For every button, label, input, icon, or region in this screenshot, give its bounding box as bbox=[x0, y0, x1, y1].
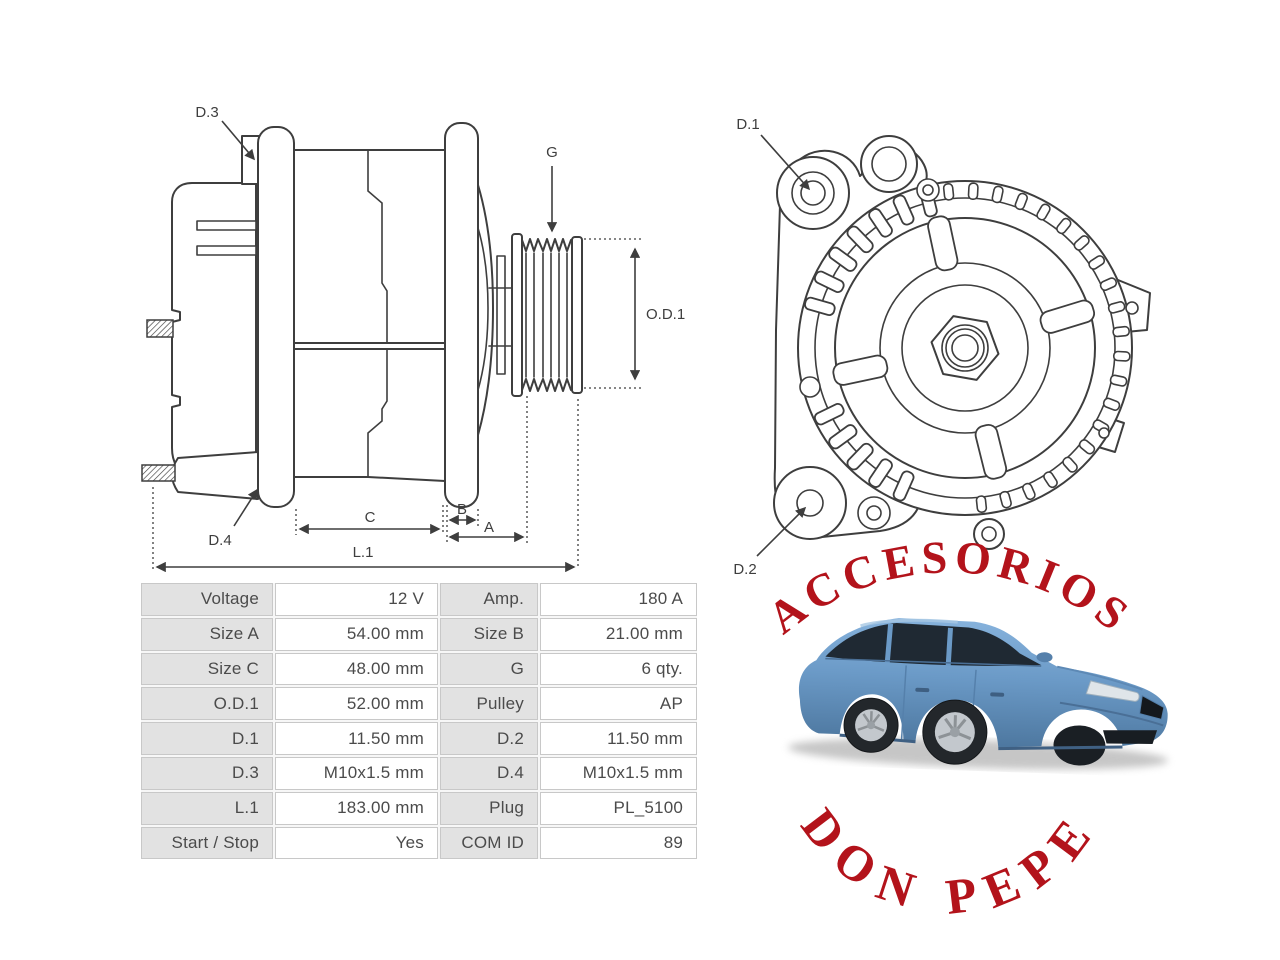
car-intake bbox=[1103, 730, 1158, 745]
front-flange bbox=[444, 122, 479, 508]
body-step-line bbox=[367, 348, 388, 478]
spec-value-cell: M10x1.5 mm bbox=[275, 756, 438, 790]
spec-value-cell: AP bbox=[540, 687, 697, 721]
stator-top bbox=[293, 149, 446, 344]
leader-d1 bbox=[760, 134, 811, 191]
nose-cone-inner bbox=[477, 227, 489, 391]
stator-bottom bbox=[293, 348, 446, 482]
spec-label-cell: Pulley bbox=[440, 687, 538, 721]
spec-label-cell: Voltage bbox=[141, 583, 273, 616]
leader-d4 bbox=[233, 488, 258, 527]
tab-hole bbox=[1125, 301, 1139, 315]
cooling-teeth bbox=[942, 182, 1131, 513]
dim-label-a: A bbox=[484, 519, 494, 536]
spec-value-cell: M10x1.5 mm bbox=[540, 756, 697, 790]
dim-label-g: G bbox=[546, 144, 558, 161]
spec-label-cell: G bbox=[440, 652, 538, 686]
spec-label-cell: Size A bbox=[141, 617, 273, 651]
spec-value-cell: PL_5100 bbox=[540, 791, 697, 825]
nose-cone bbox=[477, 184, 495, 436]
spec-label-cell: D.1 bbox=[141, 722, 273, 755]
threaded-stud bbox=[146, 319, 174, 338]
dim-label-c: C bbox=[365, 509, 376, 526]
shaft-washer bbox=[496, 255, 506, 375]
dim-label-d3: D.3 bbox=[195, 104, 218, 121]
spec-label-cell: COM ID bbox=[440, 826, 538, 860]
pulley-grooves bbox=[521, 238, 573, 392]
rear-flange bbox=[257, 126, 295, 508]
spec-value-cell: 180 A bbox=[540, 583, 697, 616]
car-grille bbox=[1139, 694, 1165, 720]
brand-arc-bottom-text: DON PEPE bbox=[791, 798, 1110, 925]
front-view-diagram: D.1 D.2 bbox=[733, 116, 1151, 578]
pulley-flange-left bbox=[511, 233, 523, 397]
spec-value-cell: 21.00 mm bbox=[540, 617, 697, 651]
car-windows bbox=[825, 623, 1042, 666]
dim-label-l1: L.1 bbox=[353, 544, 374, 561]
spec-value-cell: 183.00 mm bbox=[275, 791, 438, 825]
spec-label-cell: Size B bbox=[440, 617, 538, 651]
car-rear-wheel bbox=[843, 697, 899, 753]
tab-hole bbox=[981, 526, 997, 542]
spec-label-cell: D.4 bbox=[440, 756, 538, 790]
spec-label-cell: Amp. bbox=[440, 583, 538, 616]
d4-boss bbox=[171, 451, 259, 500]
spec-label-cell: Start / Stop bbox=[141, 826, 273, 860]
spec-value-cell: 52.00 mm bbox=[275, 687, 438, 721]
spec-label-cell: Plug bbox=[440, 791, 538, 825]
threaded-stud bbox=[141, 464, 176, 482]
mount-hole bbox=[922, 184, 934, 196]
leader-d2 bbox=[756, 506, 807, 557]
terminal-block bbox=[196, 220, 257, 231]
tab-hole bbox=[1098, 427, 1110, 439]
body-step-line bbox=[367, 149, 388, 344]
spec-value-cell: 54.00 mm bbox=[275, 617, 438, 651]
spec-label-cell: L.1 bbox=[141, 791, 273, 825]
pulley-groove-lines bbox=[525, 252, 568, 378]
vent-slots bbox=[804, 185, 938, 502]
car-front-wheel bbox=[922, 699, 988, 765]
spec-value-cell: 11.50 mm bbox=[275, 722, 438, 755]
dim-label-b: B bbox=[457, 501, 467, 518]
spec-value-cell: 89 bbox=[540, 826, 697, 860]
brand-area: ACCESORIOS DON PEPE bbox=[758, 531, 1169, 925]
spec-label-cell: D.3 bbox=[141, 756, 273, 790]
shaft-hole bbox=[951, 334, 979, 362]
spec-label-cell: O.D.1 bbox=[141, 687, 273, 721]
dim-label-od1: O.D.1 bbox=[646, 306, 685, 323]
terminal-block bbox=[196, 245, 257, 256]
spec-value-cell: 48.00 mm bbox=[275, 652, 438, 686]
spokes bbox=[832, 215, 1096, 480]
side-view-diagram: D.3 G O.D.1 C B A L.1 D.4 bbox=[141, 104, 685, 573]
spec-value-cell: 12 V bbox=[275, 583, 438, 616]
spec-label-cell: Size C bbox=[141, 652, 273, 686]
d3-boss bbox=[241, 135, 260, 185]
leader-d3 bbox=[221, 120, 256, 161]
dim-label-d4: D.4 bbox=[208, 532, 231, 549]
spec-table: Voltage 12 V Amp. 180 A Size A 54.00 mm … bbox=[141, 583, 697, 860]
spec-value-cell: 11.50 mm bbox=[540, 722, 697, 755]
boss-hole bbox=[866, 505, 882, 521]
dim-label-d1: D.1 bbox=[736, 116, 759, 133]
spec-value-cell: 6 qty. bbox=[540, 652, 697, 686]
car-headlight bbox=[1085, 680, 1140, 702]
pulley-flange-right bbox=[571, 236, 583, 394]
spec-value-cell: Yes bbox=[275, 826, 438, 860]
dim-label-d2: D.2 bbox=[733, 561, 756, 578]
mount-hole bbox=[871, 146, 907, 182]
spec-label-cell: D.2 bbox=[440, 722, 538, 755]
car-image bbox=[788, 618, 1169, 770]
plate-hole bbox=[799, 376, 821, 398]
